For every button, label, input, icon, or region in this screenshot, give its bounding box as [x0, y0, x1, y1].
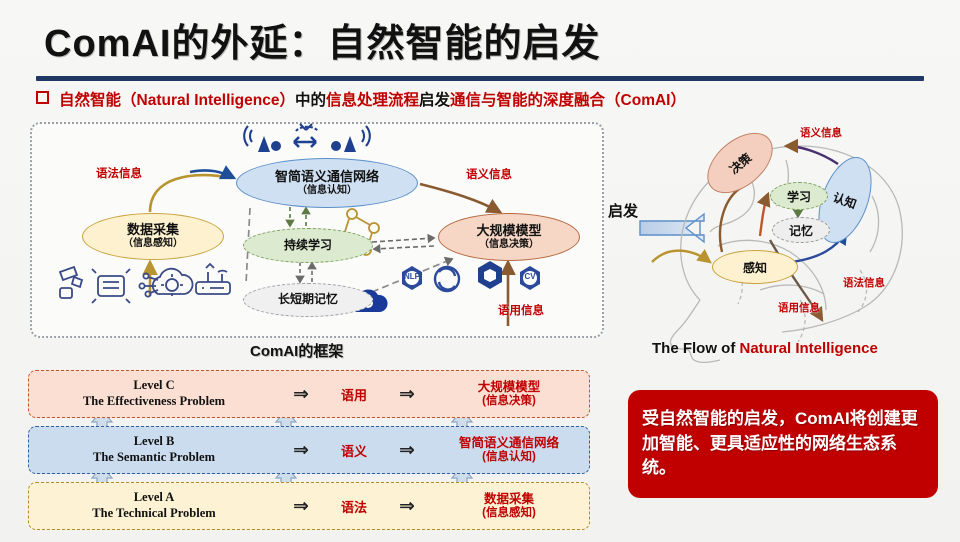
level-a-problem: The Technical Problem — [92, 506, 216, 520]
node-data-collection: 数据采集 （信息感知） — [82, 213, 224, 260]
brain-node-decision-label: 决策 — [726, 150, 755, 177]
node-semantic-network-title: 智简语义通信网络 — [274, 168, 379, 184]
brain-caption-highlight: Natural Intelligence — [739, 340, 878, 357]
node-large-model-sub: （信息决策） — [479, 238, 539, 250]
title-divider — [36, 76, 924, 81]
level-a-arrow-2: ⇒ — [399, 495, 415, 517]
level-a-target-sub: (信息感知) — [482, 506, 536, 519]
bullet-square-icon — [36, 91, 49, 104]
level-a-middle: 语法 — [340, 499, 367, 515]
level-c-name: Level C — [133, 378, 175, 393]
subtitle-seg1: 自然智能（Natural Intelligence） — [59, 92, 295, 109]
inspire-arrow-shape — [639, 212, 705, 244]
node-memory-title: 长短期记忆 — [277, 292, 338, 307]
level-c-target-sub: (信息决策) — [482, 394, 536, 407]
subtitle-seg5: 通信与智能的深度融合（ComAI） — [450, 92, 686, 109]
node-semantic-network: 智简语义通信网络 （信息认知） — [236, 158, 418, 208]
conclusion-callout: 受自然智能的启发，ComAI将创建更加智能、更具适应性的网络生态系统。 — [628, 390, 938, 498]
level-c-target-title: 大规模模型 — [477, 379, 541, 394]
node-continual-learning-title: 持续学习 — [283, 237, 332, 252]
level-bar-b: Level B The Semantic Problem ⇒ 语义 ⇒ 智简语义… — [28, 426, 590, 474]
nlp-icon-label: NLP — [404, 272, 420, 281]
framework-caption: ComAI的框架 — [250, 343, 344, 360]
level-a-target: 数据采集 (信息感知) — [429, 492, 589, 521]
level-a-target-title: 数据采集 — [483, 491, 534, 506]
node-continual-learning: 持续学习 — [243, 228, 373, 263]
level-b-target-title: 智简语义通信网络 — [458, 435, 559, 450]
node-data-collection-sub: （信息感知） — [123, 238, 183, 250]
label-pragmatic-info: 语用信息 — [498, 305, 544, 317]
level-c-middle: 语用 — [340, 387, 367, 403]
node-large-model: 大规模模型 （信息决策） — [438, 213, 580, 261]
level-b-middle: 语义 — [340, 443, 367, 459]
level-b-arrow-2: ⇒ — [399, 439, 415, 461]
level-b-problem: The Semantic Problem — [93, 450, 215, 464]
level-a-name: Level A — [133, 490, 175, 505]
level-b-name: Level B — [133, 434, 175, 449]
brain-node-learning-label: 学习 — [786, 189, 811, 204]
level-bar-a: Level A The Technical Problem ⇒ 语法 ⇒ 数据采… — [28, 482, 590, 530]
level-b-target-sub: (信息认知) — [482, 450, 536, 463]
conclusion-callout-text: 受自然智能的启发，ComAI将创建更加智能、更具适应性的网络生态系统。 — [642, 409, 918, 478]
level-bar-c: Level C The Effectiveness Problem ⇒ 语用 ⇒… — [28, 370, 590, 418]
brain-label-pragmatic: 语用信息 — [778, 302, 820, 314]
subtitle-seg3: 信息处理流程 — [326, 92, 420, 109]
node-large-model-title: 大规模模型 — [476, 222, 542, 238]
level-c-target: 大规模模型 (信息决策) — [429, 380, 589, 409]
brain-node-memory: 记忆 — [772, 217, 830, 243]
brain-node-cognition-label: 认知 — [831, 189, 859, 212]
level-a-left: Level A The Technical Problem — [29, 490, 279, 521]
level-b-left: Level B The Semantic Problem — [29, 434, 279, 465]
brain-caption-plain: The Flow of — [652, 340, 740, 357]
subtitle-seg2: 中的 — [294, 92, 326, 109]
level-c-arrow-2: ⇒ — [399, 383, 415, 405]
level-c-problem: The Effectiveness Problem — [82, 394, 226, 408]
brain-node-learning: 学习 — [770, 182, 828, 210]
level-c-arrow-1: ⇒ — [293, 383, 309, 405]
subtitle-bullet-line: 自然智能（Natural Intelligence）中的信息处理流程启发通信与智… — [36, 88, 936, 110]
page-title: ComAI的外延：自然智能的启发 — [44, 23, 601, 65]
node-memory: 长短期记忆 — [243, 283, 373, 317]
brain-label-semantic: 语义信息 — [800, 127, 842, 139]
brain-node-perception-label: 感知 — [742, 260, 767, 275]
brain-caption: The Flow of Natural Intelligence — [652, 340, 878, 357]
level-b-arrow-1: ⇒ — [293, 439, 309, 461]
level-b-target: 智简语义通信网络 (信息认知) — [429, 436, 589, 465]
brain-node-perception: 感知 — [712, 250, 798, 284]
level-c-left: Level C The Effectiveness Problem — [29, 378, 279, 409]
label-syntax-info: 语法信息 — [96, 168, 142, 180]
node-data-collection-title: 数据采集 — [126, 222, 179, 238]
inspire-label: 启发 — [608, 203, 639, 220]
brain-node-memory-label: 记忆 — [788, 223, 813, 238]
level-a-arrow-1: ⇒ — [293, 495, 309, 517]
node-semantic-network-sub: （信息认知） — [297, 184, 357, 196]
brain-label-syntax: 语法信息 — [843, 277, 885, 289]
cv-icon-label: CV — [524, 272, 536, 281]
subtitle-seg4: 启发 — [419, 92, 451, 109]
label-semantic-info: 语义信息 — [466, 169, 512, 181]
